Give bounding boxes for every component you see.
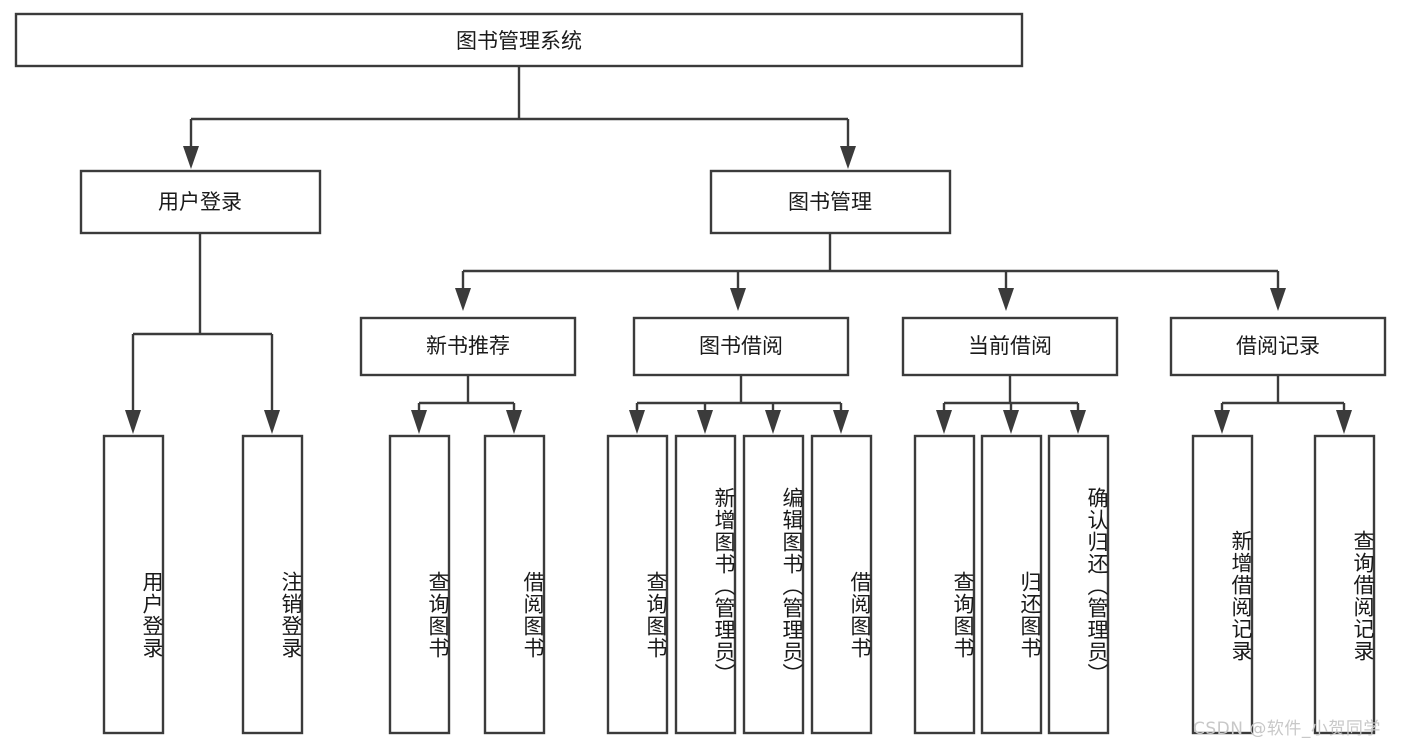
node-current-borrow[interactable]: 当前借阅: [901, 316, 1119, 377]
connector-bookmgmt-to-level2: [455, 233, 1286, 311]
connector-borrowrecord-to-leaves: [1214, 375, 1352, 434]
leaf-box-newbook-query[interactable]: [388, 434, 451, 735]
node-user-login[interactable]: 用户登录: [79, 169, 322, 235]
node-book-borrow[interactable]: 图书借阅: [632, 316, 850, 377]
leaf-box-user-login-login[interactable]: [102, 434, 165, 735]
connector-bookborrow-to-leaves: [629, 375, 849, 434]
connector-newbook-to-leaves: [411, 375, 522, 434]
node-borrow-record-label: 借阅记录: [1236, 334, 1320, 358]
node-root-label: 图书管理系统: [456, 29, 582, 53]
node-book-borrow-label: 图书借阅: [699, 334, 783, 358]
node-borrow-record[interactable]: 借阅记录: [1169, 316, 1387, 377]
csdn-watermark: CSDN @软件_小贺同学: [1193, 719, 1381, 739]
node-new-book-recommend[interactable]: 新书推荐: [359, 316, 577, 377]
node-root-system[interactable]: 图书管理系统: [14, 12, 1024, 68]
leaf-box-currentborrow-return[interactable]: [980, 434, 1043, 735]
leaf-box-currentborrow-query[interactable]: [913, 434, 976, 735]
leaf-box-borrowrecord-add[interactable]: [1191, 434, 1254, 735]
connector-currentborrow-to-leaves: [936, 375, 1086, 434]
leaf-box-bookborrow-borrow[interactable]: [810, 434, 873, 735]
leaf-box-user-login-logout[interactable]: [241, 434, 304, 735]
connector-root-to-level1: [183, 66, 856, 169]
node-new-book-recommend-label: 新书推荐: [426, 334, 510, 358]
leaf-box-bookborrow-edit[interactable]: [742, 434, 805, 735]
node-book-management-label: 图书管理: [788, 190, 872, 214]
leaf-box-borrowrecord-query[interactable]: [1313, 434, 1376, 735]
leaf-box-currentborrow-confirm[interactable]: [1047, 434, 1110, 735]
node-current-borrow-label: 当前借阅: [968, 334, 1052, 358]
node-book-management[interactable]: 图书管理: [709, 169, 952, 235]
connector-userlogin-to-leaves: [125, 233, 280, 434]
node-user-login-label: 用户登录: [158, 190, 242, 214]
leaf-box-bookborrow-query[interactable]: [606, 434, 669, 735]
leaf-box-bookborrow-add[interactable]: [674, 434, 737, 735]
leaf-box-newbook-borrow[interactable]: [483, 434, 546, 735]
